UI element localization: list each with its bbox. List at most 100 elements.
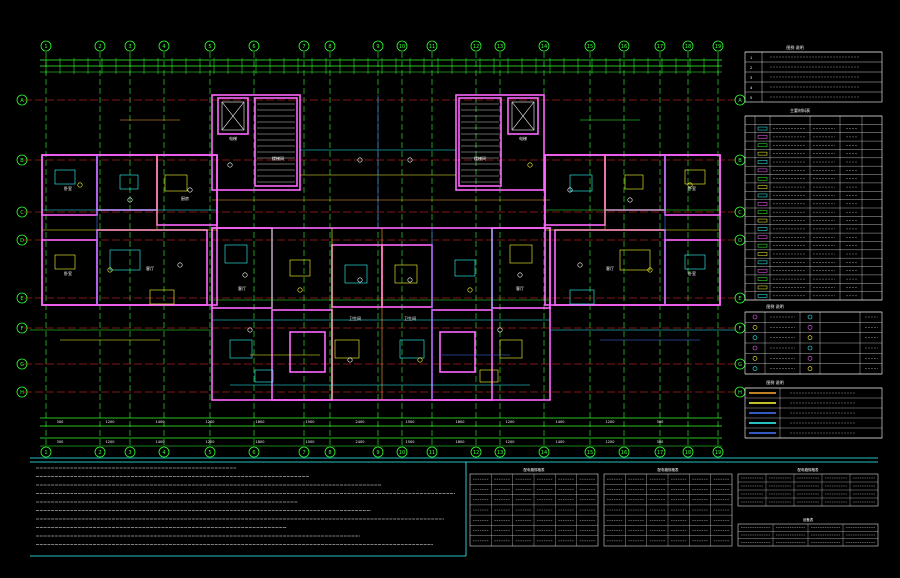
room-labels: 卧室卧室客厅厨房楼梯间电梯楼梯间电梯客厅卧室卧室客厅客厅卫生间卫生间 [64,135,696,321]
fixture-symbol [344,264,368,284]
axis-label: 13 [497,450,503,456]
room-label-stair-right: 楼梯间 [474,155,486,161]
axis-label: 11 [429,44,435,50]
electrical-symbol [242,272,248,278]
axis-bubble [654,446,666,458]
symbol-legend-title: 图例 说明 [766,303,783,309]
symbol-icon [807,335,813,340]
dimension-text: 1400 [156,420,165,424]
material-symbol [757,193,768,198]
axis-label: 3 [128,450,131,456]
fixture-symbol [119,174,139,190]
axis-bubble [654,40,666,52]
axis-label: 3 [128,44,131,50]
room-label-center-bath-1: 卫生间 [349,315,361,321]
electrical-symbol [297,287,303,293]
material-symbol [757,227,768,231]
axis-label: C [20,210,24,216]
symbol-icon [752,325,758,330]
fixture-symbol [229,339,253,359]
electrical-symbol [127,197,133,203]
material-symbol [757,135,768,139]
line-legend-title: 图例 说明 [766,379,783,385]
bottom-tables: 配电箱规格表配电箱规格表配电箱规格表设备表 [469,467,879,547]
fixture-symbol [569,174,593,192]
axis-label: C [738,210,742,216]
dimension-text: 1200 [506,440,515,444]
line-legend-rows [745,387,882,439]
symbol-icon [807,345,813,351]
axis-label: 9 [376,450,379,456]
symbol-icon [807,325,813,330]
axis-bubble [426,446,438,458]
electrical-symbol [627,197,633,203]
dimension-text: 1400 [156,440,165,444]
material-symbol [757,260,768,265]
axis-label: 17 [657,450,663,456]
fixture-symbol [289,259,311,277]
dimension-text: 1500 [406,440,415,444]
room-label-center-living-1: 客厅 [238,285,246,291]
axis-label: 5 [208,450,211,456]
legend-top-title: 图例 说明 [786,44,803,50]
axis-bubble [16,358,28,370]
axis-bubble [396,446,408,458]
axis-label: 10 [399,44,405,50]
table-1-title: 配电箱规格表 [524,467,545,472]
table-3-title: 配电箱规格表 [798,467,819,472]
symbol-icon [807,314,813,320]
axis-bubble [204,40,216,52]
axis-bubble [158,446,170,458]
axis-bubble [584,40,596,52]
dimension-band-bottom [40,417,722,447]
axis-bubble [538,446,550,458]
electrical-symbol [527,162,533,168]
material-symbol [757,268,768,273]
fixture-symbol [164,174,188,192]
dimension-text: 1800 [456,440,465,444]
axis-bubble [682,446,694,458]
dimension-text: 1800 [456,420,465,424]
axis-bubble [16,206,28,218]
electrical-symbol [567,187,573,193]
symbol-icon [807,366,813,371]
electrical-symbol [357,157,363,163]
axis-bubbles: 1122334455667788991010111112121313141415… [16,40,746,458]
material-symbol [757,218,768,223]
room-label-bed-right-mid: 卧室 [688,270,696,276]
axis-label: 6 [252,450,255,456]
electrical-symbol [687,182,693,188]
fixture-symbol [624,174,644,190]
electrical-symbol [177,262,183,268]
material-symbol [757,160,768,164]
electrical-symbol [467,287,473,293]
axis-label: 4 [162,450,165,456]
dimension-text: 300 [657,440,664,444]
axis-bubble [204,446,216,458]
room-label-center-living-2: 客厅 [516,285,524,291]
material-symbol [757,235,768,240]
room-label-elev-right: 电梯 [519,135,527,141]
axis-label: 1 [44,44,47,50]
room-label-kitchen-left: 厨房 [181,195,189,201]
material-symbol [757,252,768,256]
material-symbol [757,243,768,248]
axis-label: 17 [657,44,663,50]
axis-label: 7 [302,450,305,456]
fixture-symbol [54,169,76,185]
electrical-symbol [497,327,503,333]
axis-label: 2 [98,44,101,50]
dimension-text: 300 [657,420,664,424]
dimension-text: 1200 [606,420,615,424]
electrical-symbol [517,272,523,278]
axis-bubble [40,40,52,52]
axis-label: 9 [376,44,379,50]
axis-bubble [298,446,310,458]
symbol-icon [752,335,758,340]
material-symbol [757,151,768,156]
axis-label: 2 [98,450,101,456]
fixture-symbol [399,339,425,359]
fixture-symbol [569,289,595,305]
